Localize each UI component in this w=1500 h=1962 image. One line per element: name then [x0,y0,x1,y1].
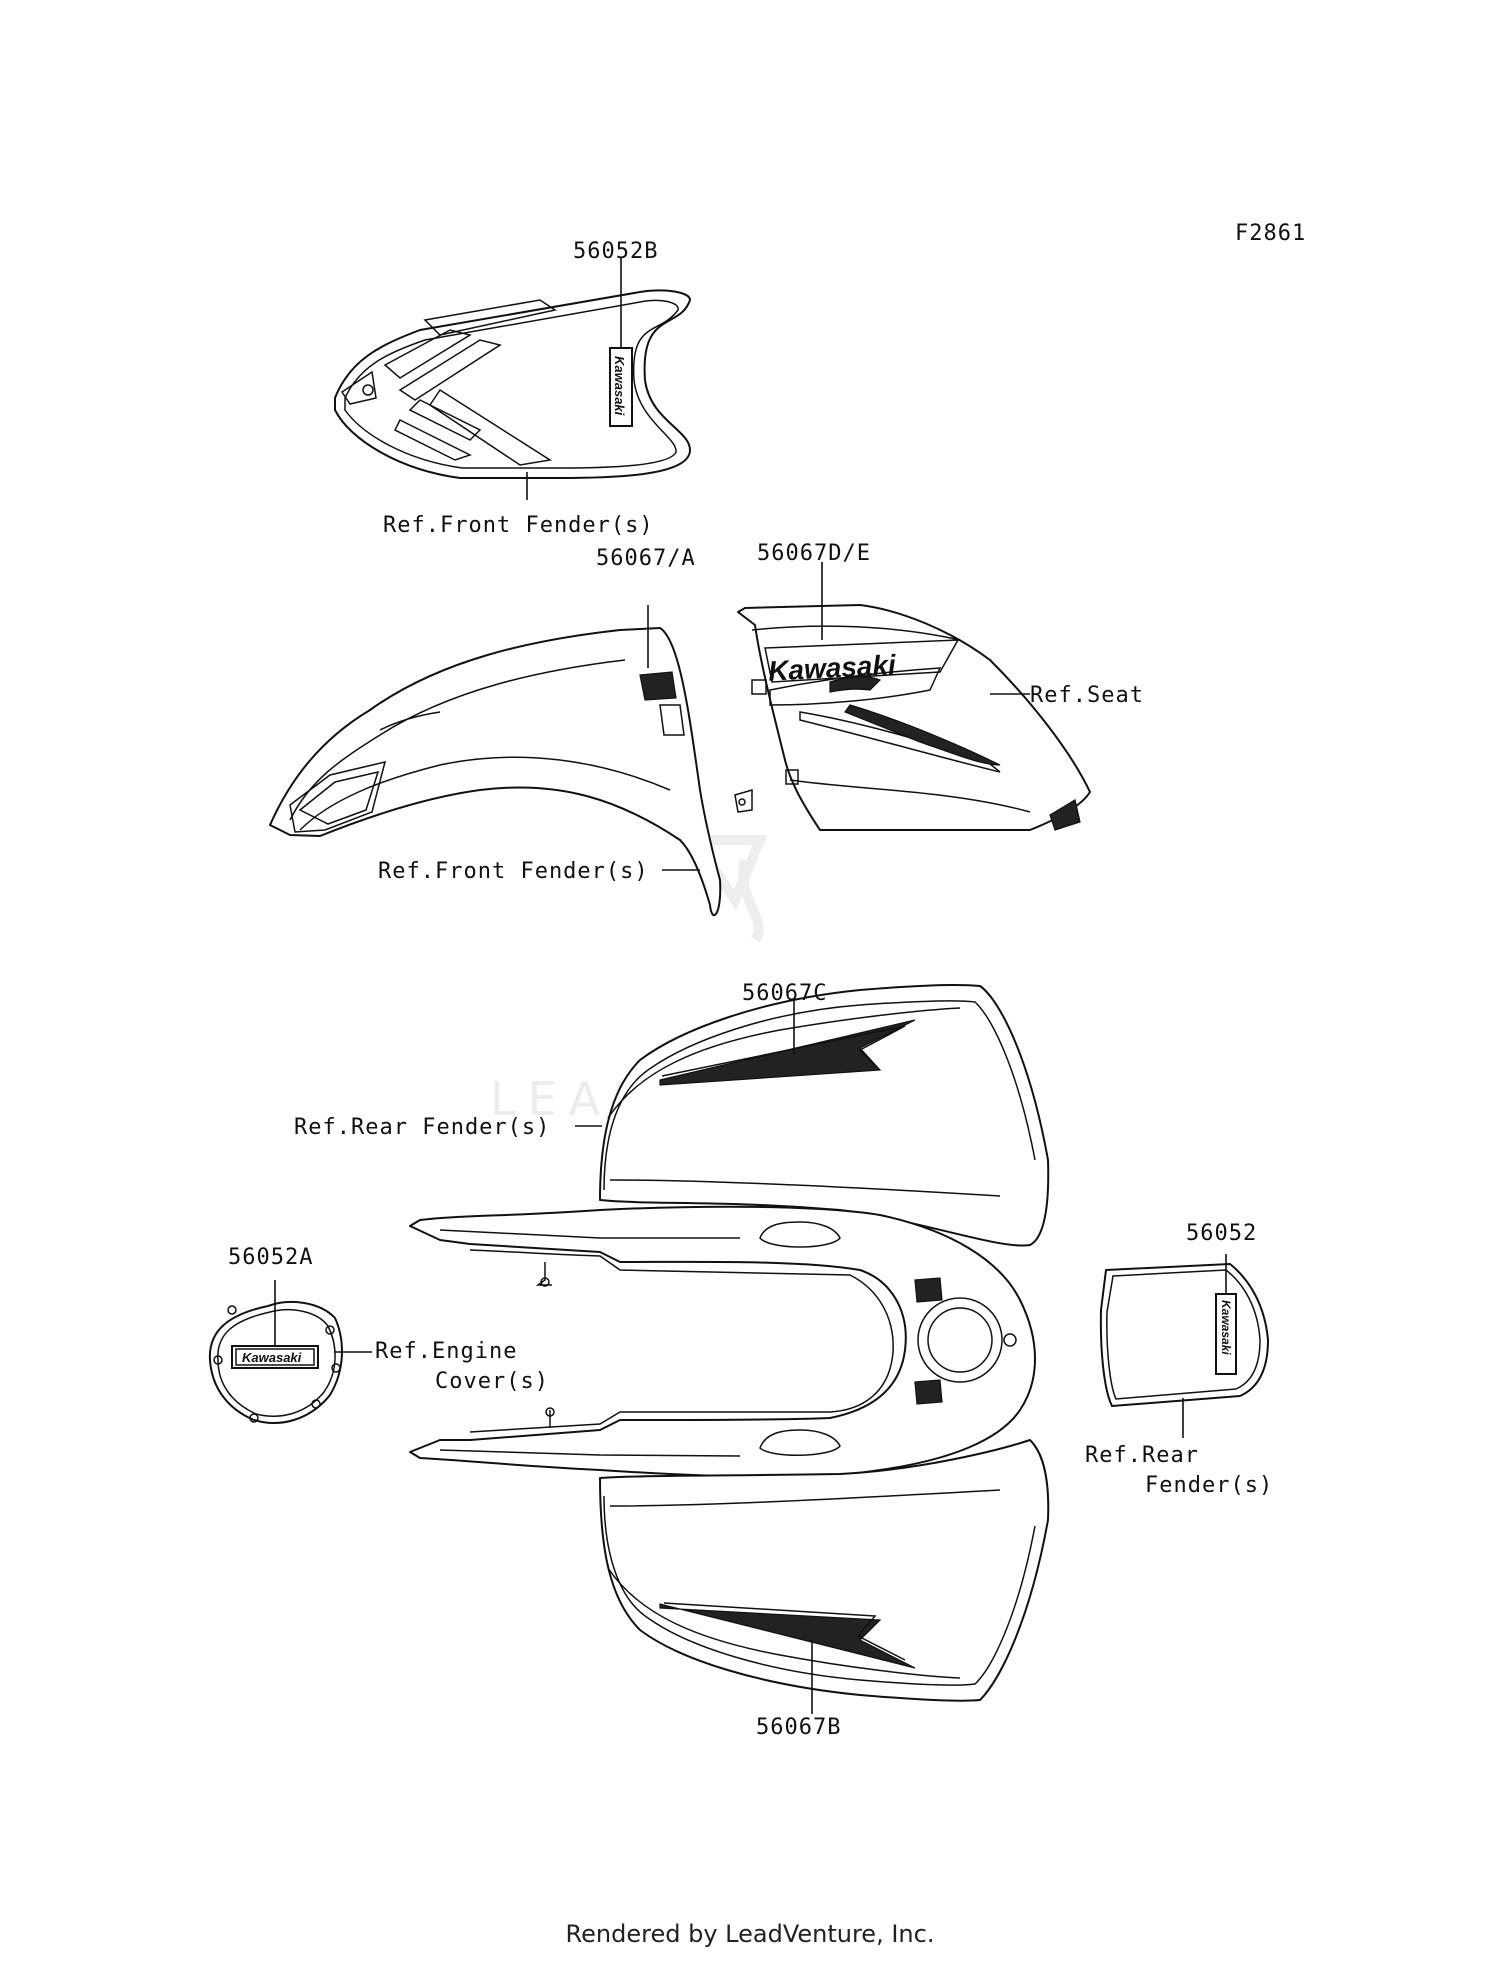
ref-front-fender-label-mid: Ref.Front Fender(s) [378,859,649,884]
part-number-56052: 56052 [1186,1221,1257,1246]
decal-text: Kawasaki [242,1350,302,1365]
ref-rear-fender-badge-label-line1: Ref.Rear [1085,1443,1199,1468]
side-panel: Kawasaki [737,604,1091,831]
ref-rear-fender-badge-label-line2: Fender(s) [1145,1473,1273,1498]
rear-fender-assembly [409,984,1050,1702]
part-number-56067C: 56067C [742,981,827,1006]
stripe-56067B [659,1603,916,1669]
part-number-56067A: 56067/A [596,546,696,571]
front-fender-side-view [269,627,753,917]
front-fender-top-view: Kawasaki [334,289,691,479]
ref-front-fender-label-top: Ref.Front Fender(s) [383,513,654,538]
ref-engine-cover-label-line1: Ref.Engine [375,1339,517,1364]
part-number-56052B: 56052B [573,239,658,264]
rear-fender-badge: Kawasaki [1099,1263,1269,1407]
ref-seat-label: Ref.Seat [1030,683,1144,708]
part-number-56067DE: 56067D/E [757,541,871,566]
part-number-56067B: 56067B [756,1715,841,1740]
stripe-56067C [659,1019,916,1086]
footer-credit: Rendered by LeadVenture, Inc. [565,1920,935,1948]
engine-cover: Kawasaki [208,1301,343,1424]
decal-text: Kawasaki [1219,1300,1233,1355]
figure-code: F2861 [1235,221,1306,246]
ref-rear-fender-label: Ref.Rear Fender(s) [294,1115,550,1140]
decal-text: Kawasaki [612,356,627,416]
ref-engine-cover-label-line2: Cover(s) [435,1369,549,1394]
part-number-56052A: 56052A [228,1245,313,1270]
